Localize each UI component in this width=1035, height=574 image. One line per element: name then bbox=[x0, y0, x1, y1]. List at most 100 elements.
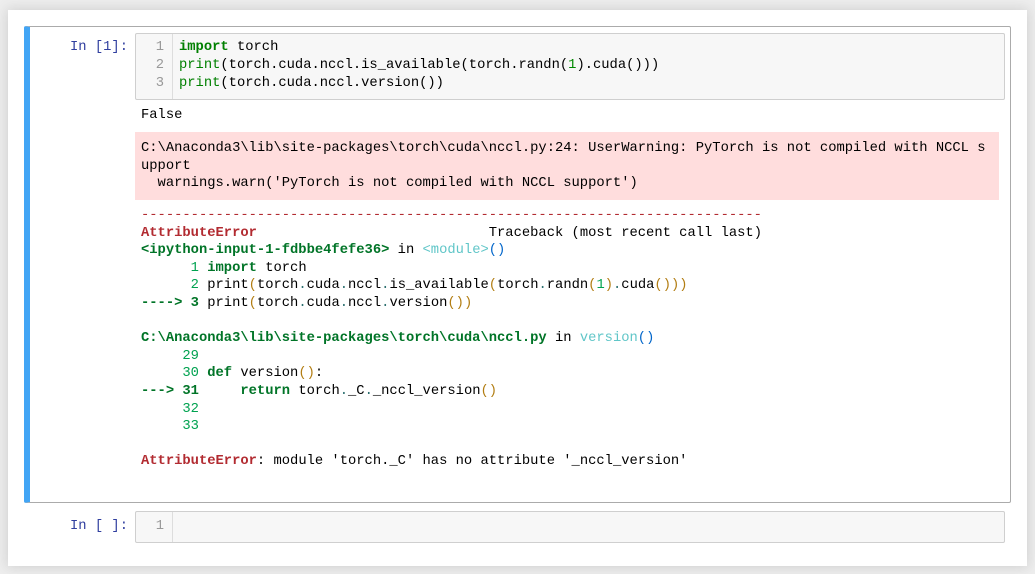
traceback-line: 29 bbox=[141, 348, 762, 366]
line-number-gutter: 1 bbox=[136, 512, 173, 542]
code-token: . bbox=[613, 278, 622, 294]
code-token: C:\Anaconda3\lib\site-packages\torch\cud… bbox=[141, 331, 547, 347]
output-stderr-warning: C:\Anaconda3\lib\site-packages\torch\cud… bbox=[135, 132, 999, 200]
traceback-line: 1 import torch bbox=[141, 260, 762, 278]
code-token: <ipython-input-1-fdbbe4fefe36> bbox=[141, 243, 390, 259]
code-token: version bbox=[579, 331, 638, 347]
code-token: upport bbox=[141, 158, 191, 174]
code-token: torch bbox=[497, 278, 539, 294]
code-token: _C bbox=[348, 383, 365, 399]
code-token: randn bbox=[546, 278, 589, 294]
traceback-line: <ipython-input-1-fdbbe4fefe36> in <modul… bbox=[141, 242, 762, 260]
stderr-line: warnings.warn('PyTorch is not compiled w… bbox=[141, 175, 993, 193]
code-token: torch bbox=[256, 278, 299, 294]
traceback-line: 2 print(torch.cuda.nccl.is_available(tor… bbox=[141, 277, 762, 295]
code-token: 33 bbox=[141, 419, 199, 435]
code-editor[interactable] bbox=[179, 512, 1004, 542]
code-line: print(torch.cuda.nccl.version()) bbox=[179, 75, 1004, 93]
code-token: ( bbox=[248, 278, 257, 294]
code-token: 1 bbox=[568, 58, 577, 73]
code-token: . bbox=[381, 278, 390, 294]
code-token: . bbox=[298, 278, 307, 294]
code-token: print bbox=[207, 295, 249, 311]
traceback-line: 33 bbox=[141, 418, 762, 436]
code-token: def bbox=[207, 366, 233, 382]
code-token: ( bbox=[248, 295, 257, 311]
code-token: Traceback (most recent call last) bbox=[256, 225, 762, 241]
code-token: () bbox=[637, 331, 655, 347]
stderr-line: C:\Anaconda3\lib\site-packages\torch\cud… bbox=[141, 140, 993, 158]
code-line: import torch bbox=[179, 39, 1004, 57]
code-token: import bbox=[179, 40, 229, 55]
traceback-line: 32 bbox=[141, 401, 762, 419]
code-token: . bbox=[339, 295, 349, 311]
traceback-line bbox=[141, 436, 762, 454]
code-token: print bbox=[179, 58, 221, 73]
code-token: . bbox=[298, 295, 307, 311]
traceback-line: 30 def version(): bbox=[141, 365, 762, 383]
code-line bbox=[179, 518, 1004, 536]
code-token: in bbox=[389, 243, 423, 259]
traceback-line: ---> 31 return torch._C._nccl_version() bbox=[141, 383, 762, 401]
code-token: ()) bbox=[447, 295, 473, 311]
code-token: ).cuda())) bbox=[576, 58, 660, 73]
code-token: ) bbox=[604, 278, 614, 294]
code-token: ----------------------------------------… bbox=[141, 208, 762, 223]
code-token: cuda bbox=[306, 278, 340, 294]
code-token: in bbox=[546, 331, 580, 347]
code-token: <module> bbox=[422, 243, 489, 259]
code-token: () bbox=[480, 383, 498, 399]
code-token: (torch.cuda.nccl.version()) bbox=[220, 76, 444, 91]
code-token: 29 bbox=[141, 348, 199, 364]
code-cell-2[interactable]: In [ ]: 1 bbox=[24, 504, 1011, 554]
traceback-line: AttributeError: module 'torch._C' has no… bbox=[141, 453, 762, 471]
traceback-line: ----------------------------------------… bbox=[141, 207, 762, 225]
code-token: 2 bbox=[141, 278, 208, 294]
code-token: . bbox=[381, 295, 390, 311]
code-token: AttributeError bbox=[141, 454, 257, 470]
code-token: import bbox=[207, 260, 257, 276]
code-token: is_available bbox=[389, 278, 489, 294]
code-token: torch bbox=[228, 40, 279, 55]
code-line: print(torch.cuda.nccl.is_available(torch… bbox=[179, 57, 1004, 75]
code-token: : module 'torch._C' has no attribute '_n… bbox=[256, 454, 688, 470]
code-token: version bbox=[389, 295, 448, 311]
line-number: 1 bbox=[155, 519, 164, 534]
code-token: . bbox=[339, 383, 349, 399]
code-token: nccl bbox=[348, 278, 382, 294]
code-token: () bbox=[488, 243, 506, 259]
code-token: ----> 3 bbox=[141, 295, 208, 311]
traceback-line bbox=[141, 313, 762, 331]
code-token: print bbox=[179, 76, 221, 91]
line-number: 1 bbox=[155, 40, 164, 55]
traceback-line: C:\Anaconda3\lib\site-packages\torch\cud… bbox=[141, 330, 762, 348]
stderr-line: upport bbox=[141, 158, 993, 176]
code-token: : bbox=[314, 366, 324, 382]
input-prompt: In [ ]: bbox=[70, 519, 128, 534]
code-token: 1 bbox=[596, 278, 605, 294]
line-number: 3 bbox=[155, 76, 164, 91]
code-input-area[interactable]: 1 bbox=[135, 511, 1005, 543]
code-token: 32 bbox=[141, 401, 199, 417]
code-token: () bbox=[298, 366, 315, 382]
code-token: _nccl_version bbox=[372, 383, 481, 399]
output-traceback: ----------------------------------------… bbox=[141, 207, 762, 471]
code-token: nccl bbox=[348, 295, 382, 311]
code-token: torch bbox=[256, 295, 299, 311]
code-token: ---> 31 bbox=[141, 383, 208, 399]
code-token: cuda bbox=[306, 295, 340, 311]
code-token: . bbox=[538, 278, 547, 294]
code-token: C:\Anaconda3\lib\site-packages\torch\cud… bbox=[141, 141, 986, 156]
code-token: torch bbox=[256, 260, 307, 276]
input-prompt: In [1]: bbox=[70, 40, 128, 55]
traceback-line: AttributeError Traceback (most recent ca… bbox=[141, 225, 762, 243]
output-stdout: False bbox=[141, 108, 183, 123]
code-token: 30 bbox=[141, 366, 208, 382]
code-token: ())) bbox=[654, 278, 688, 294]
traceback-line: ----> 3 print(torch.cuda.nccl.version()) bbox=[141, 295, 762, 313]
code-token: . bbox=[339, 278, 349, 294]
